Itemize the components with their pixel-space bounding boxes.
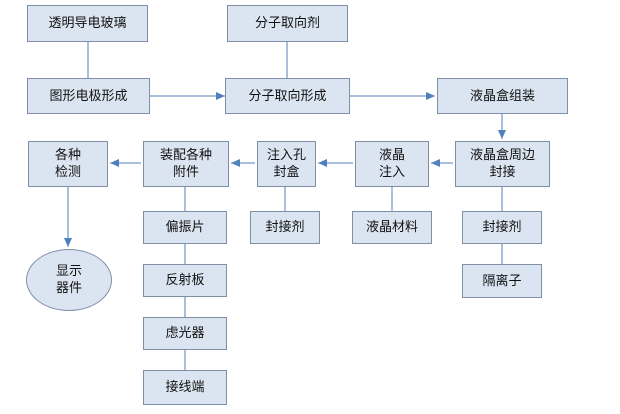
node-label: 液晶 注入 (378, 148, 405, 180)
node-label: 液晶盒组装 (469, 88, 535, 104)
node-cell-edge-seal: 液晶盒周边 封接 (455, 141, 550, 187)
node-hole-sealant: 封接剂 (250, 211, 320, 244)
node-lc-material: 液晶材料 (352, 211, 432, 244)
node-label: 各种 检测 (54, 148, 81, 180)
node-label: 虑光器 (165, 326, 205, 341)
node-label: 显示 器件 (55, 264, 82, 296)
node-lc-inject: 液晶 注入 (355, 141, 429, 187)
node-orientation-forming: 分子取向形成 (225, 78, 350, 114)
node-label: 装配各种 附件 (159, 148, 212, 180)
node-label: 液晶盒周边 封接 (469, 148, 535, 180)
node-label: 反射板 (165, 273, 205, 288)
node-filter: 虑光器 (143, 317, 227, 350)
node-inspection: 各种 检测 (28, 141, 108, 187)
node-label: 分子取向剂 (254, 16, 320, 31)
node-label: 图形电极形成 (49, 88, 128, 104)
node-label: 透明导电玻璃 (48, 16, 127, 31)
node-polarizer: 偏振片 (143, 211, 227, 244)
node-spacer: 隔离子 (462, 264, 542, 298)
node-attach-parts: 装配各种 附件 (143, 141, 229, 187)
node-display-device: 显示 器件 (26, 249, 112, 311)
node-label: 封接剂 (265, 220, 305, 235)
node-label: 液晶材料 (365, 220, 418, 235)
node-label: 封接剂 (482, 220, 522, 235)
node-cell-assembly: 液晶盒组装 (437, 78, 568, 114)
node-transparent-glass: 透明导电玻璃 (27, 5, 148, 42)
node-label: 隔离子 (482, 273, 522, 289)
node-label: 注入孔 封盒 (266, 148, 306, 180)
node-edge-sealant: 封接剂 (462, 211, 542, 244)
node-orientation-agent: 分子取向剂 (227, 5, 348, 42)
node-reflector: 反射板 (143, 264, 227, 297)
node-hole-seal: 注入孔 封盒 (257, 141, 316, 187)
node-label: 分子取向形成 (248, 88, 327, 104)
node-label: 接线端 (165, 380, 205, 395)
node-pattern-electrode: 图形电极形成 (27, 78, 150, 114)
node-label: 偏振片 (165, 220, 205, 235)
node-connector: 接线端 (143, 370, 227, 405)
